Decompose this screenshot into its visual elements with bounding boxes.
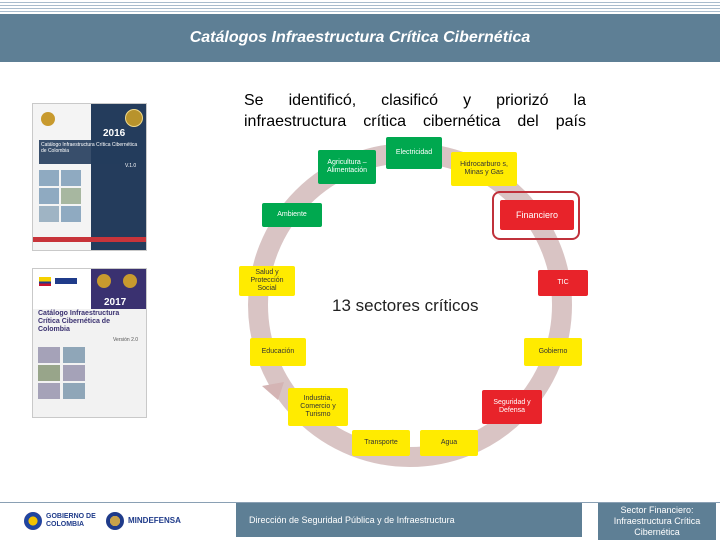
- sector-tic: TIC: [538, 270, 588, 296]
- sector-transporte: Transporte: [352, 430, 410, 456]
- cover-photo: [63, 347, 85, 363]
- gobierno-logo: GOBIERNO DE COLOMBIA: [24, 510, 98, 532]
- sector-seguridad: Seguridad y Defensa: [482, 390, 542, 424]
- cover-year: 2017: [104, 297, 127, 308]
- catalog-cover-2016: 2016 Catálogo Infraestructura Crítica Ci…: [32, 103, 147, 251]
- cover-photo: [38, 383, 60, 399]
- sector-educacion: Educación: [250, 338, 306, 366]
- cover-photo: [39, 206, 59, 222]
- center-label: 13 sectores críticos: [332, 296, 479, 315]
- cover-photo: [61, 188, 81, 204]
- sector-financiero: Financiero: [500, 200, 574, 230]
- cover-version: V.1.0: [125, 163, 137, 169]
- gov-logo-icon: [55, 278, 77, 284]
- coat-of-arms-icon: [24, 512, 42, 530]
- cover-photo: [39, 170, 59, 186]
- shield-icon: [97, 274, 111, 288]
- cover-photo: [39, 188, 59, 204]
- cover-photo: [61, 170, 81, 186]
- cover-photo: [63, 383, 85, 399]
- shield-icon: [125, 109, 143, 127]
- sector-hidrocarburos: Hidrocarburo s, Minas y Gas: [451, 152, 517, 186]
- sector-salud: Salud y Protección Social: [239, 266, 295, 296]
- seal-icon: [41, 112, 55, 126]
- title-bar: Catálogos Infraestructura Crítica Cibern…: [0, 14, 720, 62]
- cover-photo: [63, 365, 85, 381]
- sector-electricidad: Electricidad: [386, 137, 442, 169]
- cover-version: Versión 2.0: [113, 337, 139, 343]
- sector-industria: Industria, Comercio y Turismo: [288, 388, 348, 426]
- ministry-seal-icon: [106, 512, 124, 530]
- footer-divider: [0, 502, 720, 503]
- ring-arrow-icon: [262, 382, 284, 400]
- department-label: Dirección de Seguridad Pública y de Infr…: [236, 503, 582, 537]
- page-title: Catálogos Infraestructura Crítica Cibern…: [189, 29, 531, 46]
- sector-agricultura: Agricultura – Alimentación: [318, 150, 376, 184]
- side-note: Sector Financiero: Infraestructura Críti…: [598, 503, 716, 540]
- financiero-highlight: [492, 191, 580, 240]
- cover-title: Catálogo Infraestructura Crítica Ciberné…: [38, 310, 120, 333]
- cover-title: Catálogo Infraestructura Crítica Ciberné…: [39, 140, 143, 164]
- cover-photo: [61, 206, 81, 222]
- sector-agua: Agua: [420, 430, 478, 456]
- sector-ambiente: Ambiente: [262, 203, 322, 227]
- sector-gobierno: Gobierno: [524, 338, 582, 366]
- mindefensa-logo: MINDEFENSA: [106, 510, 181, 532]
- cover-photo: [38, 347, 60, 363]
- cover-photo: [38, 365, 60, 381]
- intro-text: Se identificó, clasificó y priorizó la i…: [244, 92, 586, 130]
- flag-icon: [39, 277, 51, 286]
- shield-icon: [123, 274, 137, 288]
- cover-year: 2016: [103, 128, 126, 139]
- header-stripes: [0, 0, 720, 14]
- catalog-cover-2017: 2017 Catálogo Infraestructura Crítica Ci…: [32, 268, 147, 418]
